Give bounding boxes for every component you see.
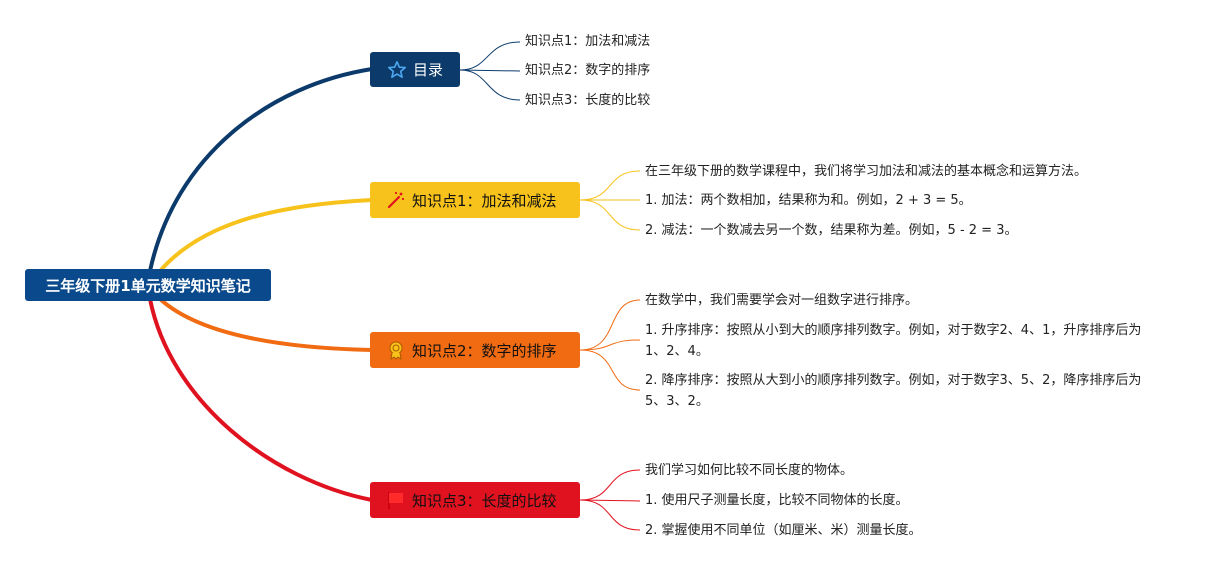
branch-toc-label: 目录 <box>413 61 444 79</box>
sparkle-icon <box>386 190 406 210</box>
leaf-point2-descending[interactable]: 2. 降序排序：按照从大到小的顺序排列数字。例如，对于数字3、5、2，降序排序后… <box>645 373 1142 409</box>
branch-toc[interactable]: 目录 <box>370 52 460 87</box>
branch-point1-label: 知识点1：加法和减法 <box>412 191 557 210</box>
leaf-point1-intro[interactable]: 在三年级下册的数学课程中，我们将学习加法和减法的基本概念和运算方法。 <box>645 164 1088 179</box>
star-icon <box>387 60 407 80</box>
leaf-toc-2[interactable]: 知识点2：数字的排序 <box>525 63 651 78</box>
branch-point2-label: 知识点2：数字的排序 <box>412 341 557 360</box>
branch-point3-label: 知识点3：长度的比较 <box>412 491 557 510</box>
leaf-toc-3[interactable]: 知识点3：长度的比较 <box>525 93 651 108</box>
root-topic[interactable]: 三年级下册1单元数学知识笔记 <box>25 269 271 301</box>
leaf-point2-intro[interactable]: 在数学中，我们需要学会对一组数字进行排序。 <box>645 293 919 308</box>
leaf-point3-ruler[interactable]: 1. 使用尺子测量长度，比较不同物体的长度。 <box>645 493 909 508</box>
branch-point1[interactable]: 知识点1：加法和减法 <box>370 182 580 218</box>
connectors-point1-leaves <box>579 170 641 231</box>
connectors-toc-leaves <box>459 41 521 101</box>
connector-root-to-point3 <box>148 298 373 502</box>
branch-point3[interactable]: 知识点3：长度的比较 <box>370 482 580 518</box>
leaf-point2-ascending[interactable]: 1. 升序排序：按照从小到大的顺序排列数字。例如，对于数字2、4、1，升序排序后… <box>645 323 1142 359</box>
leaf-point1-addition[interactable]: 1. 加法：两个数相加，结果称为和。例如，2 + 3 = 5。 <box>645 193 972 208</box>
connectors-point2-leaves <box>579 299 641 391</box>
medal-icon <box>386 340 406 360</box>
leaf-point3-units[interactable]: 2. 掌握使用不同单位（如厘米、米）测量长度。 <box>645 523 922 538</box>
leaf-toc-1[interactable]: 知识点1：加法和减法 <box>525 34 651 49</box>
branch-point2[interactable]: 知识点2：数字的排序 <box>370 332 580 368</box>
connector-root-to-point2 <box>158 297 373 352</box>
leaf-point3-intro[interactable]: 我们学习如何比较不同长度的物体。 <box>645 463 854 478</box>
flag-icon <box>386 490 406 510</box>
connector-root-to-point1 <box>158 198 373 273</box>
connector-root-to-toc <box>148 67 373 272</box>
leaf-point1-subtraction[interactable]: 2. 减法：一个数减去另一个数，结果称为差。例如，5 - 2 = 3。 <box>645 223 1018 238</box>
connectors-point3-leaves <box>579 469 641 531</box>
